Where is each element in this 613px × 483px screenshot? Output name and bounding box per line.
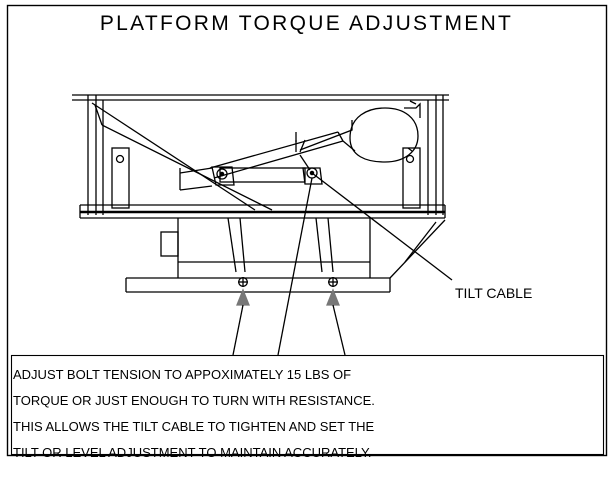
instruction-line: ADJUST BOLT TENSION TO APPOXIMATELY 15 L… (13, 367, 352, 382)
diagonal-brace (91, 102, 273, 211)
cable-mount (299, 139, 306, 153)
tilt-cable-label: TILT CABLE (455, 285, 533, 301)
note-leader-lines (232, 177, 346, 356)
instruction-line: THIS ALLOWS THE TILT CABLE TO TIGHTEN AN… (13, 419, 375, 434)
instruction-line: TORQUE OR JUST ENOUGH TO TURN WITH RESIS… (13, 393, 375, 408)
carriage-plate (179, 166, 323, 191)
guide-rods (227, 217, 334, 273)
side-bracket-right (402, 147, 421, 209)
side-bracket-left (111, 147, 130, 209)
lower-housing (160, 218, 371, 278)
platform-deck (79, 204, 446, 219)
instruction-line: TILT OR LEVEL ADJUSTMENT TO MAINTAIN ACC… (13, 445, 372, 460)
tilt-cable-segment (299, 154, 311, 171)
note-box (10, 354, 605, 456)
tilt-cable-leader (311, 172, 453, 281)
motor-housing (349, 100, 421, 163)
outer-border (6, 4, 608, 457)
base-plate (125, 219, 446, 293)
adjustment-bolt-left (236, 277, 250, 306)
instruction-note: ADJUST BOLT TENSION TO APPOXIMATELY 15 L… (13, 362, 603, 466)
diagram-title: PLATFORM TORQUE ADJUSTMENT (99, 12, 514, 35)
adjustment-bolt-right (326, 277, 340, 306)
top-frame (72, 94, 449, 215)
